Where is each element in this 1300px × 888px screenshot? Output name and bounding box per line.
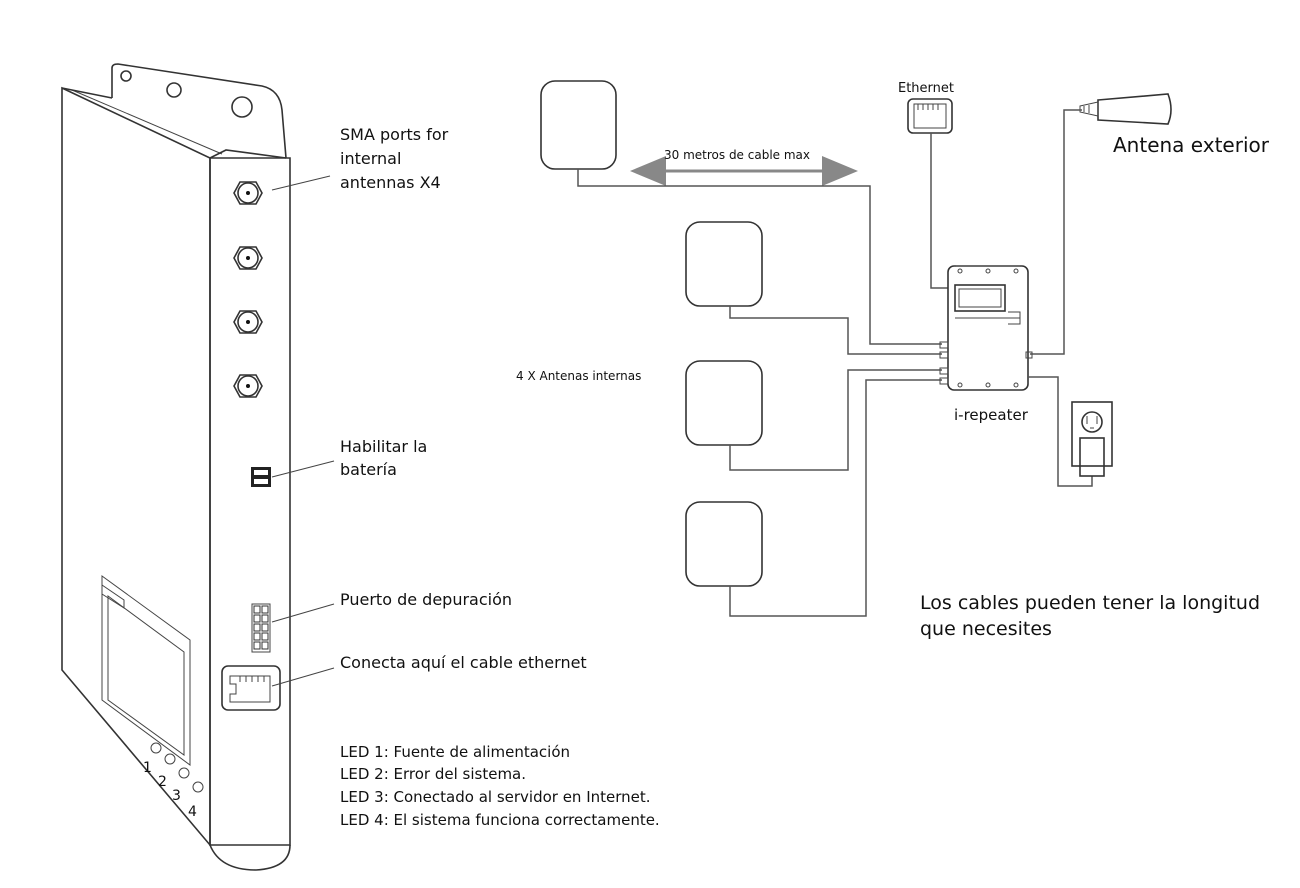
ethernet-port-label: Conecta aquí el cable ethernet bbox=[340, 653, 587, 672]
led-indicators: 1 2 3 4 bbox=[143, 742, 204, 820]
internal-antennas-label: 4 X Antenas internas bbox=[516, 369, 641, 383]
cable-length-label: 30 metros de cable max bbox=[664, 148, 810, 162]
debug-header bbox=[251, 603, 271, 653]
outdoor-antenna bbox=[1079, 93, 1172, 125]
led-number: 1 bbox=[143, 760, 152, 776]
repeater-label: i-repeater bbox=[954, 406, 1029, 424]
internal-antenna bbox=[685, 221, 763, 307]
outdoor-antenna-label: Antena exterior bbox=[1113, 133, 1270, 157]
cable-length-note: Los cables pueden tener la longitud que … bbox=[920, 592, 1266, 640]
remote-internal-antenna bbox=[540, 80, 617, 170]
sma-port bbox=[233, 246, 263, 270]
device-ethernet-jack bbox=[221, 665, 281, 711]
repeater-display bbox=[954, 284, 1006, 312]
sma-port bbox=[233, 181, 263, 205]
led-number: 4 bbox=[188, 804, 197, 820]
internal-antenna bbox=[685, 501, 763, 587]
sma-ports bbox=[233, 181, 263, 398]
battery-switch bbox=[251, 467, 271, 487]
mount-hole-medium bbox=[166, 82, 182, 98]
led-number: 2 bbox=[158, 774, 167, 790]
battery-label: Habilitar la batería bbox=[340, 437, 432, 479]
outdoor-antenna-cable bbox=[1030, 109, 1082, 355]
ethernet-cable bbox=[930, 133, 948, 289]
sma-port bbox=[233, 310, 263, 334]
led-legend: LED 1: Fuente de alimentación LED 2: Err… bbox=[340, 743, 660, 829]
sma-ports-label: SMA ports for internal antennas X4 bbox=[340, 125, 453, 192]
antenna-cables bbox=[577, 169, 942, 617]
ethernet-label: Ethernet bbox=[898, 81, 954, 96]
sma-port bbox=[233, 374, 263, 398]
mount-hole-large bbox=[231, 96, 253, 118]
internal-antenna bbox=[685, 360, 763, 446]
device-enclosure bbox=[61, 63, 291, 871]
leader-lines bbox=[271, 175, 335, 687]
mount-hole-small bbox=[120, 70, 132, 82]
debug-port-label: Puerto de depuración bbox=[340, 590, 512, 609]
i-repeater-unit bbox=[939, 265, 1033, 391]
led-number: 3 bbox=[172, 788, 181, 804]
power-cable bbox=[1028, 376, 1093, 487]
power-outlet bbox=[1071, 401, 1113, 477]
ethernet-wall-jack bbox=[907, 98, 953, 134]
